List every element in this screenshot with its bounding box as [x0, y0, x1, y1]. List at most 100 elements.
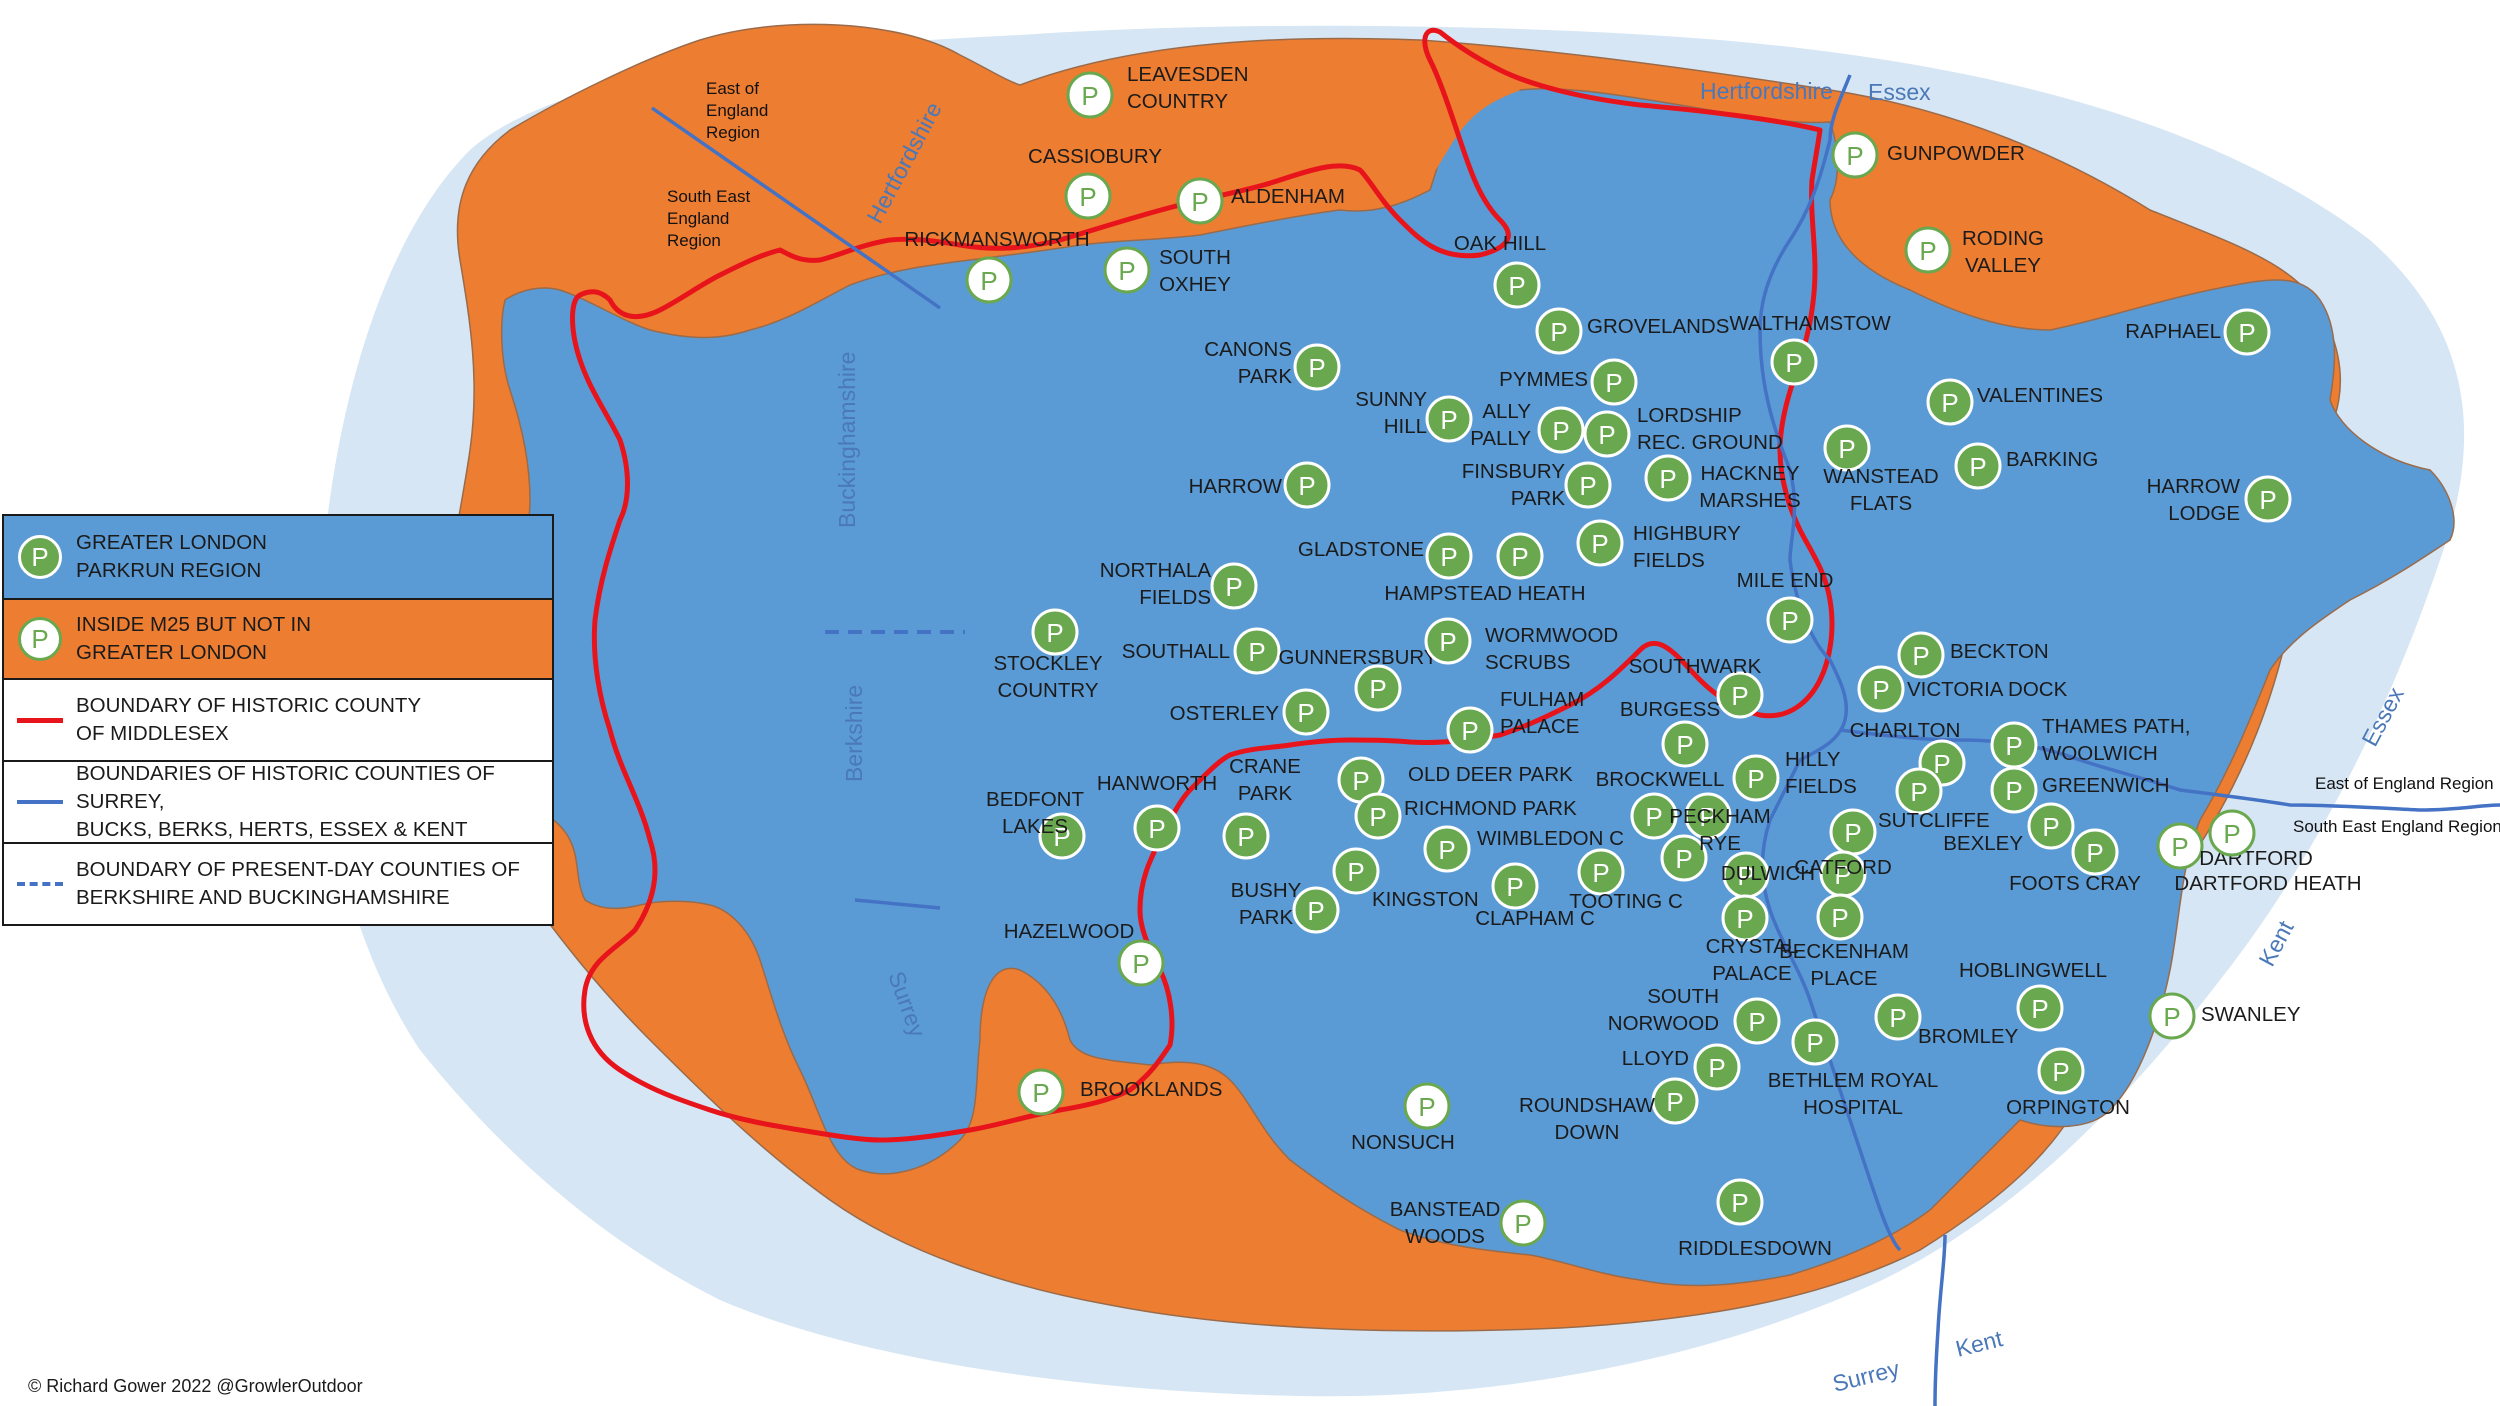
parkrun-p-icon [965, 256, 1013, 304]
parkrun-p-letter: P [1550, 317, 1567, 347]
parkrun-p-letter: P [1439, 627, 1456, 657]
parkrun-marker-hilly-fields: P [1732, 754, 1780, 802]
parkrun-green-icon: P [18, 535, 62, 579]
parkrun-p-icon [1293, 343, 1341, 391]
parkrun-marker-riddlesdown: P [1716, 1178, 1764, 1226]
parkrun-marker-wimbledon: P [1423, 825, 1471, 873]
parkrun-marker-raphael: P [2223, 308, 2271, 356]
parkrun-p-letter: P [1461, 716, 1478, 746]
parkrun-marker-brockwell: P [1630, 792, 1678, 840]
parkrun-p-letter: P [1298, 471, 1315, 501]
parkrun-label-richmond: RICHMOND PARK [1404, 797, 1577, 820]
parkrun-marker-northala: P [1210, 562, 1258, 610]
parkrun-marker-barking: P [1954, 442, 2002, 490]
parkrun-p-letter: P [1297, 698, 1314, 728]
parkrun-marker-hazelwood: P [1117, 939, 1165, 987]
parkrun-p-letter: P [1736, 904, 1753, 934]
parkrun-marker-gladstone: P [1425, 532, 1473, 580]
parkrun-p-icon [1733, 997, 1781, 1045]
parkrun-marker-bethlem: P [1791, 1018, 1839, 1066]
parkrun-marker-oak-hill: P [1493, 261, 1541, 309]
parkrun-p-letter: P [1191, 187, 1208, 217]
region-label-south-east-left: South East England Region [667, 187, 750, 250]
parkrun-p-icon [1577, 848, 1625, 896]
parkrun-p-icon [1766, 596, 1814, 644]
parkrun-p-letter: P [2238, 318, 2255, 348]
parkrun-marker-beckenham: P [1816, 893, 1864, 941]
parkrun-label-barking: BARKING [2006, 448, 2098, 471]
parkrun-marker-osterley: P [1282, 688, 1330, 736]
parkrun-p-letter: P [1708, 1053, 1725, 1083]
parkrun-p-icon [1403, 1082, 1451, 1130]
legend-label: BOUNDARIES OF HISTORIC COUNTIES OF SURRE… [76, 762, 495, 841]
parkrun-p-icon [1210, 562, 1258, 610]
legend-inside-m25: P INSIDE M25 BUT NOT IN GREATER LONDON [4, 600, 552, 680]
parkrun-p-letter: P [1844, 818, 1861, 848]
legend-present-counties: BOUNDARY OF PRESENT-DAY COUNTIES OF BERK… [4, 844, 552, 926]
county-label-buckinghamshire: Buckinghamshire [834, 352, 860, 528]
parkrun-p-letter: P [2052, 1057, 2069, 1087]
parkrun-label-swanley: SWANLEY [2201, 1003, 2301, 1026]
parkrun-p-letter: P [1675, 844, 1692, 874]
parkrun-marker-leavesden: P [1066, 71, 1114, 119]
parkrun-label-hazelwood: HAZELWOOD [1004, 920, 1135, 943]
parkrun-p-letter: P [1579, 471, 1596, 501]
parkrun-p-icon [1103, 246, 1151, 294]
parkrun-p-letter: P [1748, 1007, 1765, 1037]
svg-text:South East: South East [667, 187, 750, 206]
copyright-notice: © Richard Gower 2022 @GrowlerOutdoor [28, 1376, 363, 1396]
parkrun-label-sutcliffe: SUTCLIFFE [1878, 809, 1990, 832]
parkrun-p-letter: P [1552, 416, 1569, 446]
parkrun-marker-aldenham: P [1176, 177, 1224, 225]
parkrun-marker-burgess: P [1661, 720, 1709, 768]
parkrun-p-icon [1535, 307, 1583, 355]
parkrun-label-wimbledon: WIMBLEDON C [1477, 827, 1624, 850]
parkrun-marker-highbury: P [1576, 519, 1624, 567]
parkrun-p-letter: P [1737, 861, 1754, 891]
parkrun-label-beckton: BECKTON [1950, 640, 2049, 663]
parkrun-marker-ally-pally: P [1537, 406, 1585, 454]
parkrun-label-greenwich: GREENWICH [2042, 774, 2170, 797]
parkrun-marker-rickmansworth: P [965, 256, 1013, 304]
parkrun-label-nonsuch: NONSUCH [1351, 1131, 1455, 1154]
parkrun-marker-sunny-hill: P [1425, 395, 1473, 443]
parkrun-marker-hampstead: P [1496, 532, 1544, 580]
parkrun-p-icon [1651, 1077, 1699, 1125]
parkrun-label-walthamstow: WALTHAMSTOW [1729, 312, 1891, 335]
parkrun-p-letter: P [1834, 860, 1851, 890]
parkrun-p-icon [1716, 1178, 1764, 1226]
parkrun-label-harrow: HARROW [1189, 475, 1283, 498]
parkrun-p-icon [1031, 608, 1079, 656]
parkrun-p-letter: P [1307, 896, 1324, 926]
parkrun-label-clapham: CLAPHAM C [1475, 907, 1595, 930]
parkrun-p-icon [1904, 226, 1952, 274]
parkrun-label-foots-cray: FOOTS CRAY [2009, 872, 2141, 895]
parkrun-marker-cassiobury: P [1064, 172, 1112, 220]
parkrun-p-letter: P [1592, 858, 1609, 888]
parkrun-label-orpington: ORPINGTON [2006, 1096, 2130, 1119]
parkrun-label-dartford-heath: DARTFORD HEATH [2174, 872, 2361, 895]
parkrun-p-letter: P [1645, 802, 1662, 832]
parkrun-label-osterley: OSTERLEY [1170, 702, 1280, 725]
parkrun-p-letter: P [1605, 368, 1622, 398]
parkrun-p-letter: P [1440, 405, 1457, 435]
parkrun-marker-banstead: P [1499, 1199, 1547, 1247]
parkrun-marker-gunpowder: P [1831, 131, 1879, 179]
parkrun-p-icon [1425, 395, 1473, 443]
parkrun-marker-brooklands: P [1017, 1068, 1065, 1116]
parkrun-marker-grovelands: P [1535, 307, 1583, 355]
parkrun-label-gladstone: GLADSTONE [1298, 538, 1424, 561]
legend-label: GREATER LONDON PARKRUN REGION [76, 531, 267, 582]
parkrun-label-gunnersbury: GUNNERSBURY [1278, 646, 1437, 669]
parkrun-p-icon [2037, 1047, 2085, 1095]
parkrun-p-letter: P [2259, 485, 2276, 515]
parkrun-label-charlton: CHARLTON [1850, 719, 1961, 742]
parkrun-p-letter: P [1806, 1028, 1823, 1058]
